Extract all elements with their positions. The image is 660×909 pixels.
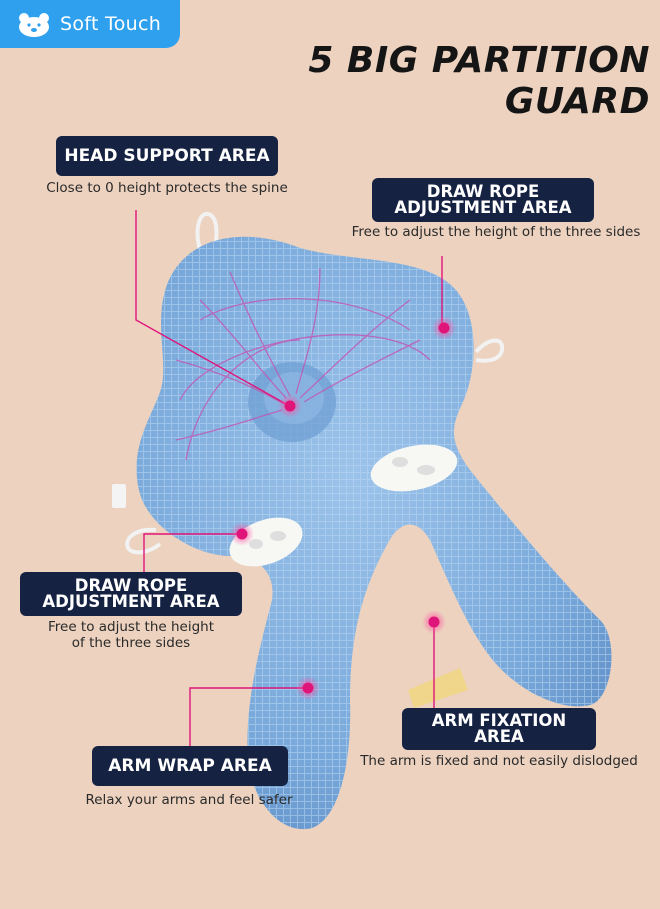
draw-rope-right-desc: Free to adjust the height of the three s… <box>351 224 641 240</box>
page-title: 5 BIG PARTITION GUARD <box>308 40 650 122</box>
arm-fixation-label: ARM FIXATION AREA <box>402 708 596 750</box>
right-loop <box>474 338 505 363</box>
zipper-strip <box>408 668 468 708</box>
fabric-tag <box>112 484 126 508</box>
left-loop <box>125 527 162 555</box>
arm-fixation-desc: The arm is fixed and not easily dislodge… <box>360 753 638 769</box>
markers <box>230 316 456 700</box>
draw-rope-left-label: DRAW ROPE ADJUSTMENT AREA <box>20 572 242 616</box>
brand-name: Soft Touch <box>60 13 162 35</box>
head-support-desc: Close to 0 height protects the spine <box>46 180 288 196</box>
bear-logo-icon <box>19 13 49 37</box>
top-loop <box>195 211 219 253</box>
draw-rope-left-desc: Free to adjust the height of the three s… <box>47 619 215 652</box>
arm-cushion-right <box>370 444 458 492</box>
arm-wrap-desc: Relax your arms and feel safer <box>85 792 293 808</box>
arm-wrap-label: ARM WRAP AREA <box>92 746 288 786</box>
draw-rope-right-label: DRAW ROPE ADJUSTMENT AREA <box>372 178 594 222</box>
brand-badge: Soft Touch <box>0 0 180 48</box>
callout-lines <box>135 210 443 746</box>
head-support-label: HEAD SUPPORT AREA <box>56 136 278 176</box>
